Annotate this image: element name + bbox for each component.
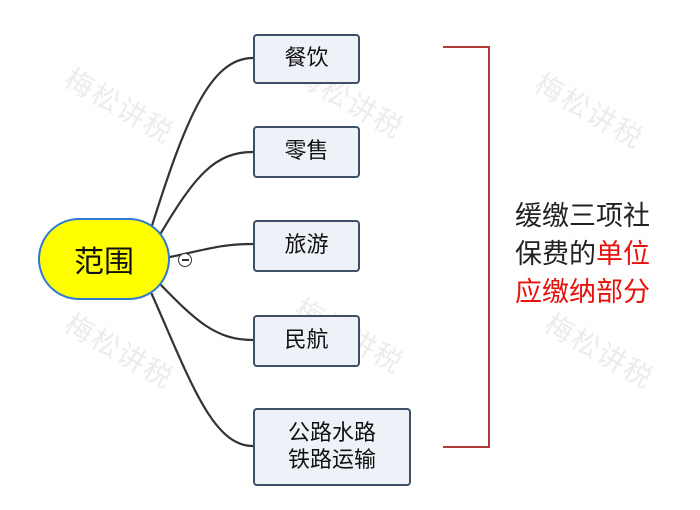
connector-minhang — [156, 280, 255, 342]
bracket — [443, 46, 490, 448]
child-node-lvyou[interactable]: 旅游 — [253, 220, 360, 272]
connector-canyin — [148, 56, 255, 234]
child-node-label: 零售 — [284, 139, 329, 165]
child-node-minhang[interactable]: 民航 — [253, 315, 360, 367]
note-line-1: 缓缴三项社 — [515, 201, 650, 232]
child-node-lingshou[interactable]: 零售 — [253, 126, 360, 178]
child-node-label: 旅游 — [284, 233, 329, 259]
bracket-note: 缓缴三项社 保费的单位 应缴纳部分 — [515, 198, 650, 312]
child-node-label: 餐饮 — [284, 46, 329, 72]
note-line-2-plain: 保费的 — [515, 239, 596, 270]
child-node-label: 公路水路 铁路运输 — [287, 420, 376, 474]
connector-lingshou — [156, 150, 255, 240]
child-node-canyin[interactable]: 餐饮 — [253, 34, 360, 84]
note-line-2-highlight: 单位 — [596, 239, 650, 270]
collapse-icon[interactable] — [178, 253, 192, 267]
connector-yunshu — [148, 288, 255, 448]
root-node[interactable]: 范围 — [38, 218, 170, 300]
note-line-3: 应缴纳部分 — [515, 277, 650, 308]
child-node-yunshu[interactable]: 公路水路 铁路运输 — [253, 408, 411, 486]
note-line-2: 保费的单位 — [515, 236, 650, 274]
child-node-label: 民航 — [284, 328, 329, 354]
root-node-label: 范围 — [74, 245, 134, 280]
